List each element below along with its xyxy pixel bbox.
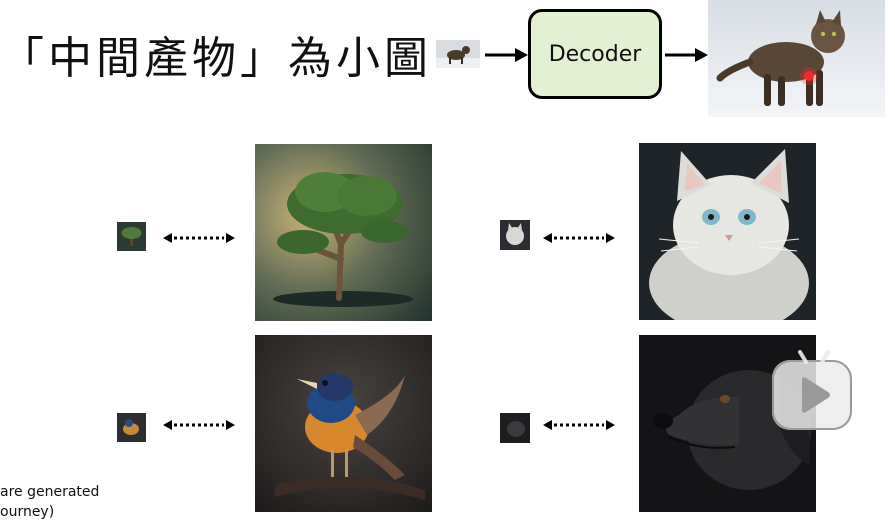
large-cat-image bbox=[708, 0, 885, 117]
play-button[interactable] bbox=[772, 360, 852, 430]
footnote: are generated ourney) bbox=[0, 482, 99, 522]
small-cat-thumbnail bbox=[436, 40, 480, 68]
dotted-double-arrow-icon bbox=[543, 233, 615, 243]
dotted-double-arrow-icon bbox=[163, 420, 235, 430]
arrow-right-icon bbox=[485, 48, 528, 62]
small-dog-thumbnail bbox=[500, 413, 530, 443]
large-cat-face-image bbox=[639, 143, 816, 320]
large-tree-image bbox=[255, 144, 432, 321]
slide-title: 「中間產物」為小圖 bbox=[0, 33, 432, 84]
large-bird-image bbox=[255, 335, 432, 512]
decoder-box: Decoder bbox=[528, 9, 662, 99]
dotted-double-arrow-icon bbox=[543, 420, 615, 430]
footnote-line-1: are generated bbox=[0, 484, 100, 500]
small-cat-face-thumbnail bbox=[500, 220, 530, 250]
play-button-icon bbox=[772, 360, 852, 430]
dotted-double-arrow-icon bbox=[163, 233, 235, 243]
small-tree-thumbnail bbox=[117, 222, 146, 251]
footnote-line-2: ourney) bbox=[0, 504, 55, 520]
play-button-top-ears-icon bbox=[798, 350, 830, 364]
arrow-right-icon bbox=[665, 48, 708, 62]
small-bird-thumbnail bbox=[117, 413, 146, 442]
